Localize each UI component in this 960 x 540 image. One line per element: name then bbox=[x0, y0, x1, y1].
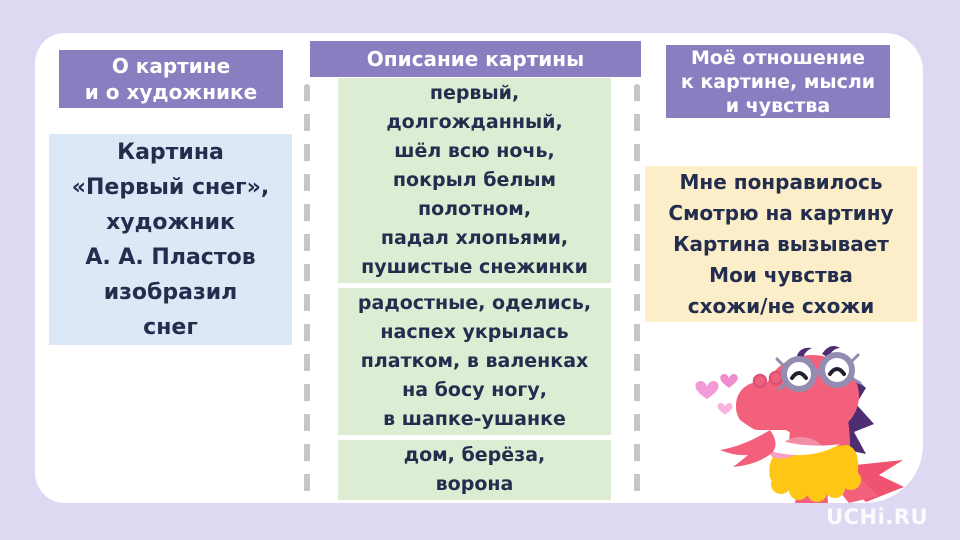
header-line: О картине bbox=[111, 54, 231, 78]
text-line: дом, берёза, bbox=[403, 444, 546, 466]
description-card-snow: первый, долгожданный, шёл всю ночь, покр… bbox=[338, 78, 611, 283]
text-line: схожи/не схожи bbox=[687, 293, 875, 318]
text-line: наспех укрылась bbox=[380, 321, 569, 343]
text-line: А. А. Пластов bbox=[85, 244, 256, 270]
mascot-dino-illustration bbox=[695, 346, 904, 503]
text-line: изобразил bbox=[103, 279, 238, 305]
text-line: первый, bbox=[429, 82, 520, 104]
text-line: на босу ногу, bbox=[402, 379, 547, 401]
dashed-divider-right bbox=[634, 84, 640, 499]
content-card: О картине и о художнике Описание картины… bbox=[35, 33, 923, 503]
text-line: в шапке-ушанке bbox=[383, 408, 566, 430]
text-line: полотном, bbox=[417, 198, 532, 220]
text-line: платком, в валенках bbox=[360, 350, 589, 372]
header-line: Описание картины bbox=[366, 47, 585, 71]
column-header-about: О картине и о художнике bbox=[59, 50, 283, 108]
uchi-ru-watermark: UCHi.RU bbox=[826, 505, 928, 529]
text-line: покрыл белым bbox=[392, 169, 557, 191]
text-line: Картина вызывает bbox=[673, 231, 889, 256]
description-card-children: радостные, оделись, наспех укрылась плат… bbox=[338, 288, 611, 435]
text-line: падал хлопьями, bbox=[380, 227, 569, 249]
text-line: «Первый снег», bbox=[71, 174, 270, 200]
mascot-arm bbox=[720, 430, 776, 467]
heart-icon bbox=[695, 374, 738, 415]
text-line: Смотрю на картину bbox=[668, 200, 894, 225]
header-line: и о художнике bbox=[84, 80, 258, 104]
text-line: Картина bbox=[117, 139, 224, 165]
text-line: Мои чувства bbox=[709, 262, 853, 287]
mascot-hair-tuft bbox=[822, 346, 840, 358]
header-line: Моё отношение bbox=[690, 46, 866, 69]
mascot-eye bbox=[790, 371, 808, 380]
text-line: шёл всю ночь, bbox=[394, 140, 555, 162]
text-line: пушистые снежинки bbox=[361, 256, 588, 278]
mascot-eye bbox=[828, 367, 846, 376]
text-line: радостные, оделись, bbox=[357, 292, 592, 314]
mascot-snout bbox=[736, 382, 824, 430]
text-line: Мне понравилось bbox=[679, 169, 883, 194]
about-picture-card: Картина «Первый снег», художник А. А. Пл… bbox=[49, 134, 292, 345]
text-line: художник bbox=[106, 209, 235, 235]
dashed-divider-left bbox=[304, 84, 310, 499]
description-card-surroundings: дом, берёза, ворона bbox=[338, 440, 611, 500]
attitude-card: Мне понравилось Смотрю на картину Картин… bbox=[645, 166, 917, 322]
text-line: долгожданный, bbox=[386, 111, 563, 133]
column-header-description: Описание картины bbox=[310, 41, 641, 77]
text-line: снег bbox=[143, 314, 198, 340]
header-line: к картине, мысли bbox=[680, 70, 876, 93]
text-line: ворона bbox=[435, 473, 514, 495]
column-header-attitude: Моё отношение к картине, мысли и чувства bbox=[666, 45, 890, 118]
header-line: и чувства bbox=[725, 94, 831, 117]
